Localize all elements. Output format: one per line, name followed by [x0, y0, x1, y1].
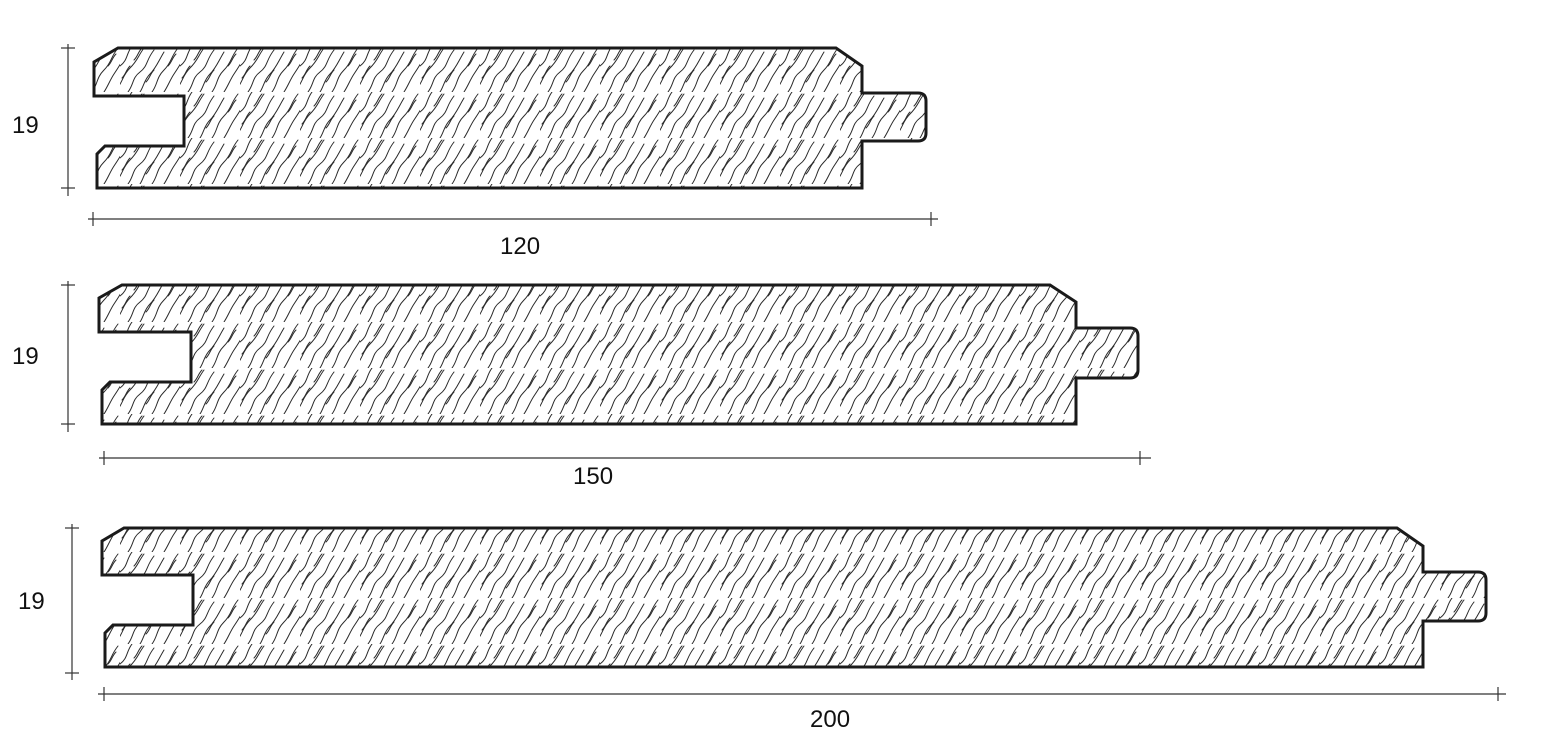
- board-profile-150: 19 150: [12, 281, 1151, 490]
- width-label: 150: [573, 463, 613, 490]
- thickness-dimension: 19: [18, 524, 79, 680]
- width-dimension: 150: [99, 451, 1151, 490]
- thickness-dimension: 19: [12, 281, 75, 432]
- board-profile-200: 19 200: [18, 524, 1506, 733]
- board-outline: [100, 526, 1488, 669]
- thickness-dimension: 19: [12, 44, 75, 196]
- thickness-label: 19: [12, 343, 39, 370]
- width-label: 120: [500, 233, 540, 260]
- width-dimension: 120: [88, 212, 938, 260]
- width-dimension: 200: [98, 687, 1506, 733]
- board-profile-120: 19 120: [12, 44, 938, 260]
- width-label: 200: [810, 706, 850, 733]
- board-outline: [97, 283, 1140, 426]
- thickness-label: 19: [18, 588, 45, 615]
- thickness-label: 19: [12, 112, 39, 139]
- board-outline: [92, 46, 928, 190]
